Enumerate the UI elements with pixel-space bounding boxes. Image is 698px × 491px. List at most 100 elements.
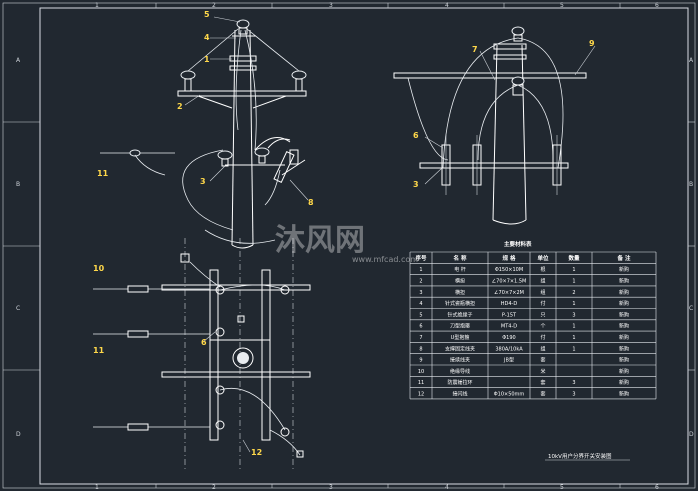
table-cell: 新购 (619, 391, 629, 398)
table-cell: 套 (540, 379, 545, 386)
table-cell: 11 (418, 380, 424, 386)
table-cell: 付 (540, 300, 545, 307)
table-cell: 1 (572, 346, 575, 352)
table-cell: 米 (540, 368, 545, 375)
callout-4: 4 (204, 33, 210, 42)
table-cell: 付 (540, 334, 545, 341)
grid-left-d: D (16, 431, 21, 438)
table-cell: 1 (572, 301, 575, 307)
callout-11-top: 11 (97, 169, 109, 178)
table-cell: 组 (540, 278, 545, 285)
callout-8-front: 8 (308, 198, 314, 207)
table-cell: JB型 (503, 357, 514, 364)
callout-12: 12 (251, 448, 262, 457)
callout-3-side: 3 (413, 180, 419, 189)
grid-left-c: C (16, 305, 20, 312)
grid-right-d: D (689, 431, 694, 438)
table-cell: 组 (540, 345, 545, 352)
callout-10: 10 (93, 264, 105, 273)
watermark-url: www.mfcad.com (352, 255, 418, 264)
table-cell: 套 (540, 357, 545, 364)
table-cell: MT4-D (501, 324, 517, 330)
table-cell: 2 (572, 290, 575, 296)
grid-bottom-4: 4 (445, 484, 449, 491)
watermark-brand: 沐风网 (275, 223, 365, 258)
table-title: 主要材料表 (504, 240, 532, 248)
table-cell: 6 (419, 324, 422, 330)
table-cell: 3 (572, 380, 575, 386)
table-cell: HD4-D (501, 301, 518, 307)
table-cell: 1 (572, 267, 575, 273)
table-grid (409, 251, 657, 400)
table-cell: U型抱箍 (451, 334, 470, 341)
callout-9: 9 (589, 39, 595, 48)
table-cell: 新购 (619, 266, 629, 273)
table-cell: 1 (419, 267, 422, 273)
table-cell: 1 (572, 279, 575, 285)
table-cell: 防震锤拉环 (447, 379, 472, 386)
table-cell: P-15T (502, 312, 517, 318)
callout-6-side: 6 (413, 131, 419, 140)
table-cell: 针式瓷瓶横担 (445, 300, 475, 307)
grid-right-b: B (689, 181, 693, 188)
table-header-cell: 名 称 (454, 254, 467, 262)
table-cell: 个 (540, 324, 545, 330)
grid-bottom-2: 2 (212, 484, 216, 491)
callout-3-front: 3 (200, 177, 206, 186)
table-cell: 接闪线 (452, 391, 467, 398)
table-cell: 7 (419, 335, 422, 341)
plan-view (93, 238, 311, 470)
grid-top-1: 1 (95, 2, 99, 9)
table-cell: 5 (419, 312, 422, 318)
table-cell: ∠70×7×1.5M (492, 279, 527, 285)
table-cell: 接续线夹 (450, 357, 470, 364)
table-header-cell: 序号 (414, 254, 427, 262)
table-header-cell: 数量 (568, 254, 580, 262)
table-cell: 4 (419, 301, 422, 307)
table-cell: 新购 (619, 357, 629, 364)
callout-1: 1 (204, 55, 210, 64)
table-cell: ∠70×7×2M (494, 290, 524, 296)
grid-top-5: 5 (560, 2, 564, 9)
table-cell: 电 杆 (454, 266, 466, 273)
table-cell: 针式绝缘子 (447, 311, 472, 318)
table-cell: 新购 (619, 334, 629, 341)
table-cell: 9 (419, 358, 422, 364)
table-cell: 绝缘导线 (450, 368, 470, 375)
table-cell: 新购 (619, 379, 629, 386)
table-cell: Φ150×10M (495, 267, 523, 273)
grid-bottom-5: 5 (560, 484, 564, 491)
table-cell: 套 (540, 391, 545, 398)
table-cell: Φ10×50mm (494, 392, 525, 398)
table-cell: 新购 (619, 368, 629, 375)
grid-right-c: C (689, 305, 693, 312)
grid-bottom-1: 1 (95, 484, 99, 491)
grid-right-a: A (689, 57, 694, 64)
grid-ticks (3, 3, 695, 488)
table-cell: 3 (572, 312, 575, 318)
table-cell: 1 (572, 335, 575, 341)
callout-11-plan: 11 (93, 346, 105, 355)
table-cell: 8 (419, 346, 422, 352)
callout-2: 2 (177, 102, 183, 111)
table-cell: 新购 (619, 289, 629, 296)
table-cell: Φ190 (502, 335, 515, 341)
table-cell: 只 (540, 312, 545, 318)
table-cell: 新购 (619, 345, 629, 352)
table-cell: 12 (418, 392, 424, 398)
table-cell: 横担 (455, 289, 465, 296)
grid-top-3: 3 (329, 2, 333, 9)
grid-top-4: 4 (445, 2, 449, 9)
grid-bottom-3: 3 (329, 484, 333, 491)
table-cell: 刀型抱箍 (450, 323, 470, 330)
table-cell: 3 (419, 290, 422, 296)
callout-7: 7 (472, 45, 478, 54)
side-elevation-view (393, 26, 596, 225)
grid-left-b: B (16, 181, 20, 188)
grid-bottom-6: 6 (655, 484, 659, 491)
callout-5: 5 (204, 10, 210, 19)
grid-top-2: 2 (212, 2, 216, 9)
